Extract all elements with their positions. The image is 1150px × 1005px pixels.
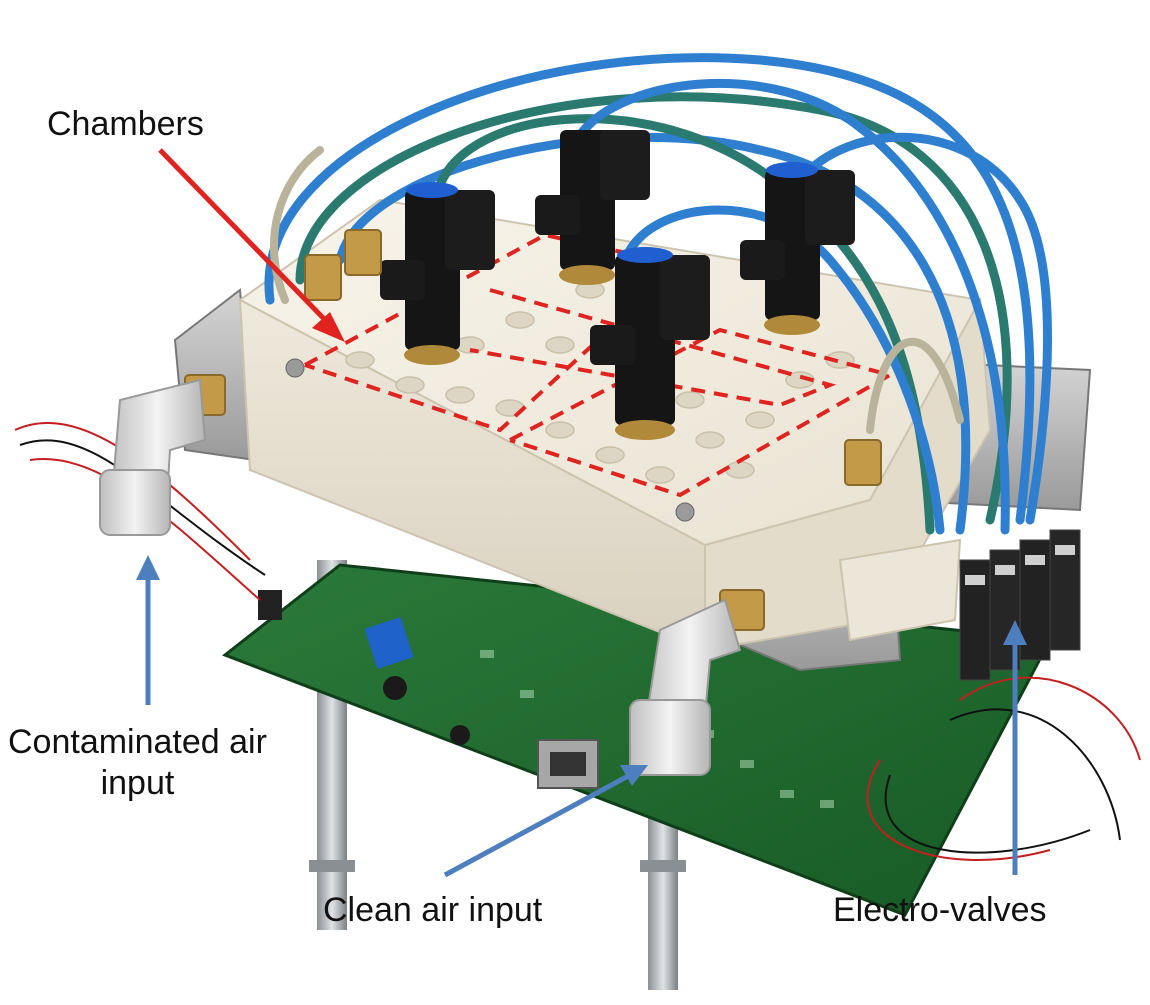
contaminated-air-label-line2: input bbox=[100, 764, 175, 803]
air-tubing bbox=[264, 53, 1052, 535]
contaminated-air-label: Contaminated air input bbox=[8, 722, 267, 805]
arrow-contaminated-head bbox=[136, 555, 160, 580]
arrow-clean-air-head bbox=[620, 765, 648, 786]
elbow-fittings bbox=[99, 378, 742, 776]
arrow-clean-air bbox=[443, 772, 632, 878]
electro-valves-label: Electro-valves bbox=[833, 891, 1047, 929]
arrow-chambers-head bbox=[312, 312, 345, 342]
arrow-electro-valves-head bbox=[1003, 620, 1027, 645]
contaminated-air-label-line1: Contaminated air bbox=[8, 723, 267, 761]
push-fittings bbox=[380, 130, 855, 440]
electro-valve-stack bbox=[959, 529, 1081, 681]
annotation-arrows bbox=[136, 148, 1027, 878]
screw-left bbox=[285, 358, 305, 378]
chambers-label: Chambers bbox=[47, 105, 204, 143]
clean-air-label: Clean air input bbox=[323, 891, 543, 929]
arrow-chambers bbox=[158, 148, 332, 327]
screw-front bbox=[675, 502, 695, 522]
